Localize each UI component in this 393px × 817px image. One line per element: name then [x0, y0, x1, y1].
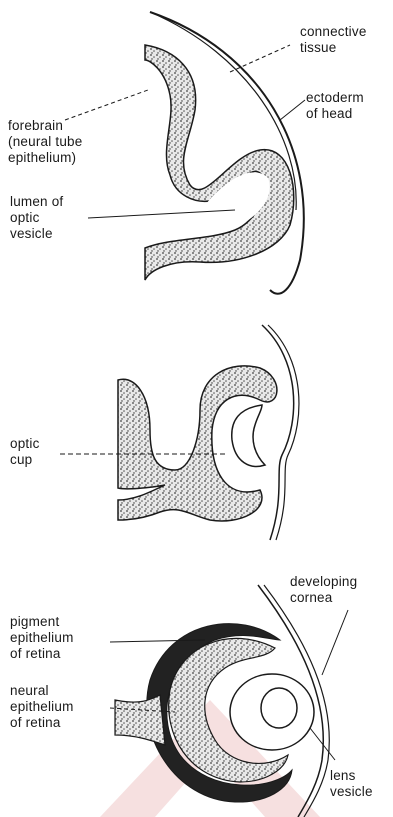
forebrain-wall	[145, 45, 294, 280]
pointer-connective	[230, 45, 290, 72]
optic-stalk	[115, 695, 165, 745]
pointer-forebrain	[65, 90, 148, 120]
pointer-cornea	[322, 610, 348, 675]
label-connective-tissue: connective tissue	[300, 24, 367, 56]
label-forebrain: forebrain (neural tube epithelium)	[8, 118, 82, 166]
label-neural-epithelium: neural epithelium of retina	[10, 683, 74, 731]
panel2-ectoderm	[262, 325, 294, 540]
panel3-lens-vesicle	[110, 585, 348, 817]
label-developing-cornea: developing cornea	[290, 574, 357, 606]
panel2-optic-cup	[60, 325, 299, 540]
label-lens-vesicle: lens vesicle	[330, 768, 373, 800]
label-pigment-epithelium: pigment epithelium of retina	[10, 614, 74, 662]
lens-vesicle-inner	[261, 688, 297, 728]
lens-placode	[232, 405, 265, 466]
label-optic-cup: optic cup	[10, 436, 40, 468]
label-lumen-optic-vesicle: lumen of optic vesicle	[10, 194, 63, 242]
panel1-optic-vesicle	[65, 12, 305, 294]
panel2-ectoderm-2	[268, 325, 299, 540]
label-ectoderm-of-head: ectoderm of head	[306, 90, 364, 122]
pointer-ectoderm	[280, 100, 305, 120]
